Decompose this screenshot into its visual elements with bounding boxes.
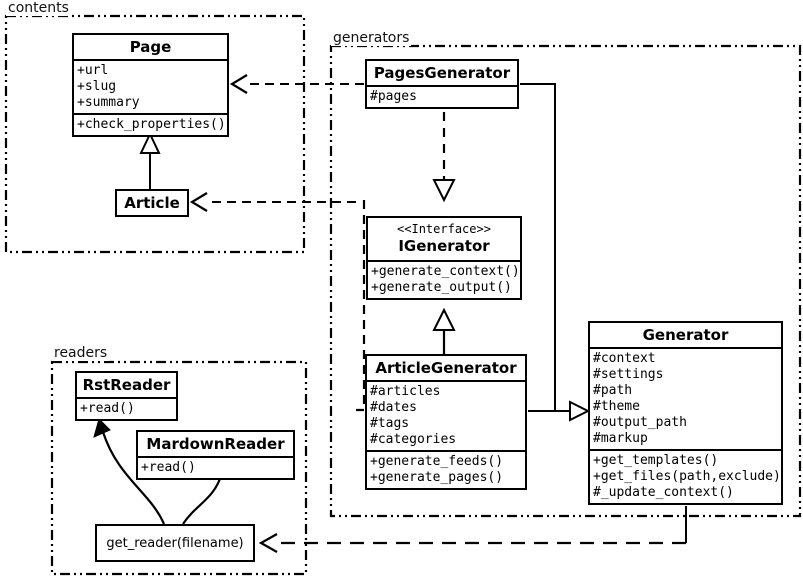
real-pagesgenerator-igenerator-arrowhead xyxy=(432,179,456,203)
class-title-articlegenerator: ArticleGenerator xyxy=(367,356,525,382)
gen-article-page-arrowhead xyxy=(139,131,161,154)
operation-generate-context: +generate_context() xyxy=(371,264,520,279)
attribute-url: +url xyxy=(77,63,109,78)
class-title-mardownreader: MardownReader xyxy=(138,432,293,458)
package-border-generators xyxy=(329,44,802,518)
dep-generator-getreader-arrowhead xyxy=(258,533,278,553)
operation-generate-output: +generate_output() xyxy=(371,280,512,295)
class-title-generator: Generator xyxy=(590,323,781,349)
gen-to-generator-arrowhead xyxy=(569,400,591,422)
attribute-tags: #tags xyxy=(370,416,410,431)
operation-update-context: #_update_context() xyxy=(593,485,734,500)
class-attributes-page: +url +slug +summary xyxy=(74,61,227,115)
attribute-path: #path xyxy=(593,383,633,398)
dep-articlegenerator-article-arrowhead xyxy=(189,192,208,212)
class-box-mardownreader[interactable]: MardownReader +read() xyxy=(136,430,295,480)
class-box-igenerator[interactable]: <<Interface>> IGenerator +generate_conte… xyxy=(366,216,522,300)
attribute-context: #context xyxy=(593,351,656,366)
package-border-readers xyxy=(50,360,308,576)
class-operations-mardownreader: +read() xyxy=(138,458,293,478)
class-title-article: Article xyxy=(124,194,180,212)
dep-pagesgenerator-page-arrowhead xyxy=(229,74,248,94)
attribute-dates: #dates xyxy=(370,400,417,415)
function-box-get-reader[interactable]: get_reader(filename) xyxy=(95,524,255,562)
class-title-rstreader: RstReader xyxy=(77,373,176,399)
class-title-igenerator: IGenerator xyxy=(398,237,490,255)
attribute-pages: #pages xyxy=(370,89,417,104)
package-label-contents: contents xyxy=(6,0,71,16)
attribute-output-path: #output_path xyxy=(593,415,687,430)
class-operations-generator: +get_templates() +get_files(path,exclude… xyxy=(590,451,781,503)
class-header-igenerator: <<Interface>> IGenerator xyxy=(368,218,520,262)
class-title-pagesgenerator: PagesGenerator xyxy=(367,61,517,87)
call-getreader-rstreader xyxy=(101,431,166,525)
class-title-page: Page xyxy=(74,35,227,61)
attribute-slug: +slug xyxy=(77,79,117,94)
attribute-markup: #markup xyxy=(593,431,648,446)
call-getreader-rstreader-arrowhead xyxy=(93,418,111,438)
gen-pagesgenerator-generator xyxy=(520,83,570,412)
operation-get-files: +get_files(path,exclude) xyxy=(593,469,781,484)
class-operations-igenerator: +generate_context() +generate_output() xyxy=(368,262,520,298)
class-operations-page: +check_properties() xyxy=(74,115,227,135)
class-stereotype-igenerator: <<Interface>> xyxy=(397,222,491,236)
class-box-generator[interactable]: Generator #context #settings #path #them… xyxy=(588,321,783,505)
attribute-articles: #articles xyxy=(370,384,441,399)
operation-get-templates: +get_templates() xyxy=(593,453,719,468)
operation-generate-feeds: +generate_feeds() xyxy=(370,454,504,469)
class-attributes-pagesgenerator: #pages xyxy=(367,87,517,107)
class-operations-rstreader: +read() xyxy=(77,399,176,419)
class-box-pagesgenerator[interactable]: PagesGenerator #pages xyxy=(365,59,519,109)
class-box-article[interactable]: Article xyxy=(115,189,189,217)
attribute-settings: #settings xyxy=(593,367,664,382)
attribute-summary: +summary xyxy=(77,95,140,110)
operation-check-properties: +check_properties() xyxy=(77,117,226,132)
operation-read-mardownreader: +read() xyxy=(141,460,196,475)
real-articlegenerator-igenerator-arrowhead xyxy=(432,307,456,331)
dep-articlegenerator-to-article xyxy=(356,200,366,412)
package-label-generators: generators xyxy=(331,30,412,46)
class-operations-articlegenerator: +generate_feeds() +generate_pages() xyxy=(367,452,525,488)
operation-read-rstreader: +read() xyxy=(80,401,135,416)
class-attributes-articlegenerator: #articles #dates #tags #categories xyxy=(367,382,525,452)
attribute-categories: #categories xyxy=(370,432,457,447)
package-border-contents xyxy=(4,14,306,254)
class-box-rstreader[interactable]: RstReader +read() xyxy=(75,371,178,421)
package-label-readers: readers xyxy=(52,345,110,361)
class-box-page[interactable]: Page +url +slug +summary +check_properti… xyxy=(72,33,229,137)
attribute-theme: #theme xyxy=(593,399,640,414)
operation-generate-pages: +generate_pages() xyxy=(370,470,504,485)
class-attributes-generator: #context #settings #path #theme #output_… xyxy=(590,349,781,451)
class-box-articlegenerator[interactable]: ArticleGenerator #articles #dates #tags … xyxy=(365,354,527,490)
call-getreader-mardownreader xyxy=(182,472,224,525)
